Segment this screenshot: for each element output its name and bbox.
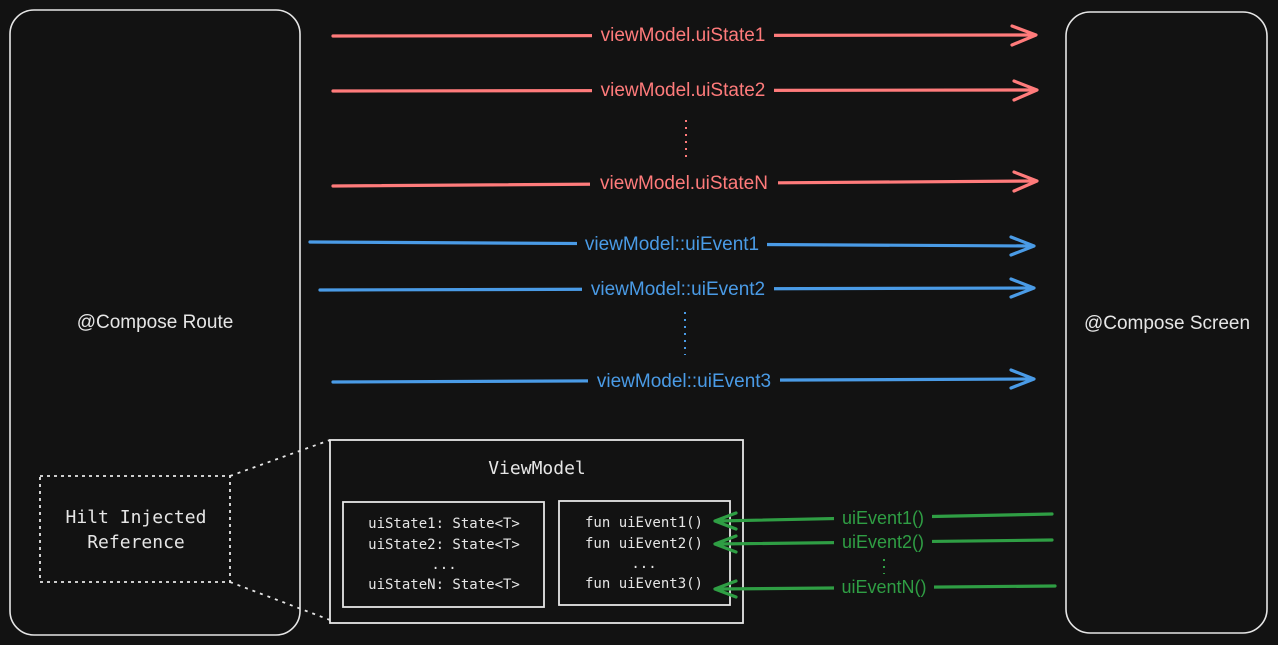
viewmodel-box [329, 439, 744, 624]
callback-arrow: uiEvent2() [713, 531, 1054, 554]
event-arrow-label: viewModel::uiEvent2 [591, 279, 765, 300]
hilt-label-line2: Reference [87, 532, 185, 553]
state-arrow-label: viewModel.uiState2 [601, 80, 766, 101]
callback-arrow-label: uiEvent1() [842, 508, 924, 528]
hilt-connector-top [229, 439, 331, 477]
compose-screen-label: @Compose Screen [1084, 313, 1250, 334]
viewmodel-function-item: fun uiEvent1() [585, 515, 703, 531]
viewmodel-title: ViewModel [488, 458, 586, 479]
event-arrow-label: viewModel::uiEvent3 [597, 371, 771, 392]
compose-screen-node: @Compose Screen [1065, 11, 1268, 634]
arrowhead-icon [1009, 277, 1036, 299]
state-arrows: viewModel.uiState1 viewModel.uiState2 vi… [331, 24, 1039, 194]
hilt-reference-box [39, 475, 231, 583]
callback-arrows: uiEvent1() uiEvent2() uiEventN() [713, 507, 1057, 599]
arrowhead-icon [713, 511, 738, 531]
hilt-connector-bottom [229, 581, 331, 621]
viewmodel-state-ellipsis: ... [431, 557, 456, 573]
viewmodel-states-box [342, 501, 545, 608]
arrowhead-icon [1009, 368, 1036, 390]
state-arrow: viewModel.uiState1 [331, 24, 1038, 47]
arrowhead-icon [1012, 79, 1039, 102]
callback-arrow-label: uiEvent2() [842, 532, 924, 552]
viewmodel-state-item: uiStateN: State<T> [368, 577, 520, 593]
arrowhead-icon [1010, 24, 1038, 47]
hilt-label-line1: Hilt Injected [66, 507, 207, 528]
callback-arrow-label: uiEventN() [841, 577, 926, 597]
viewmodel-state-item: uiState2: State<T> [368, 537, 520, 553]
viewmodel-state-item: uiState1: State<T> [368, 516, 520, 532]
state-arrow: viewModel.uiState2 [331, 78, 1039, 102]
arrowhead-icon [713, 534, 738, 554]
viewmodel-function-item: fun uiEvent2() [585, 536, 703, 552]
state-arrow-label: viewModel.uiStateN [600, 173, 768, 194]
callback-arrow: uiEvent1() [713, 507, 1054, 531]
arrowhead-icon [1012, 170, 1039, 193]
state-arrow-label: viewModel.uiState1 [601, 25, 766, 46]
compose-route-node: @Compose Route [9, 9, 301, 636]
arrowhead-icon [713, 579, 738, 599]
state-arrow: viewModel.uiStateN [331, 170, 1039, 194]
event-arrow-label: viewModel::uiEvent1 [585, 234, 759, 255]
viewmodel-function-item: fun uiEvent3() [585, 576, 703, 592]
event-arrow: viewModel::uiEvent1 [308, 233, 1036, 257]
event-arrow: viewModel::uiEvent3 [331, 368, 1036, 392]
event-arrows: viewModel::uiEvent1 viewModel::uiEvent2 … [308, 233, 1036, 392]
compose-route-label: @Compose Route [77, 312, 234, 333]
viewmodel-function-ellipsis: ... [631, 556, 656, 572]
arrowhead-icon [1009, 235, 1036, 257]
hilt-reference-node: Hilt Injected Reference [39, 475, 231, 583]
viewmodel-functions-box [558, 500, 731, 606]
compose-screen-box [1065, 11, 1268, 634]
callback-arrow: uiEventN() [713, 576, 1057, 599]
event-arrow: viewModel::uiEvent2 [318, 277, 1036, 300]
compose-route-box [9, 9, 301, 636]
viewmodel-node: ViewModel uiState1: State<T> uiState2: S… [329, 439, 744, 624]
